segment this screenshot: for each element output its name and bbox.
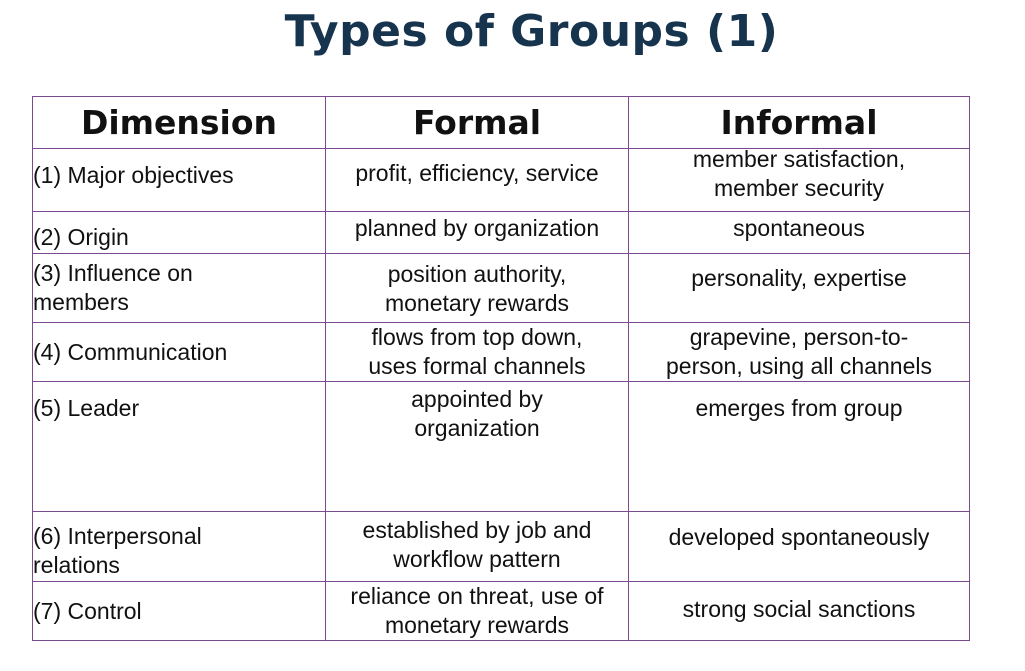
informal-text-line: member satisfaction, — [692, 148, 906, 173]
formal-text-line: appointed by — [411, 386, 543, 412]
dimension-cell: (6) Interpersonal relations — [32, 511, 326, 582]
formal-text-line: workflow pattern — [393, 546, 561, 572]
slide-title: Types of Groups (1) — [284, 6, 779, 57]
dimension-text: (1) Major objectives — [33, 161, 234, 188]
group-types-table: Dimension Formal Informal (1) Major obje… — [32, 96, 970, 641]
informal-cell: emerges from group — [628, 381, 970, 512]
dimension-text-line: (3) Influence on — [33, 260, 193, 286]
formal-cell: planned by organization — [325, 211, 629, 254]
dimension-text-line: relations — [33, 551, 120, 578]
header-dimension: Dimension — [32, 96, 326, 149]
table-row: (5) Leader appointed by organization eme… — [32, 381, 970, 512]
informal-cell: member satisfaction, member security — [628, 148, 970, 212]
formal-text-line: position authority, — [387, 261, 567, 287]
dimension-text-line: (6) Interpersonal — [33, 522, 202, 549]
dimension-text: (7) Control — [33, 597, 142, 624]
table-row: (4) Communication flows from top down, u… — [32, 322, 970, 382]
table-row: (2) Origin planned by organization spont… — [32, 211, 970, 254]
formal-cell: established by job and workflow pattern — [325, 511, 629, 582]
formal-text-line: uses formal channels — [368, 353, 586, 379]
formal-text-line: established by job and — [362, 517, 592, 543]
formal-text: planned by organization — [354, 215, 600, 241]
table-row: (1) Major objectives profit, efficiency,… — [32, 148, 970, 212]
table-row: (7) Control reliance on threat, use of m… — [32, 581, 970, 641]
formal-cell: appointed by organization — [325, 381, 629, 512]
dimension-text-line: members — [33, 289, 129, 315]
informal-cell: grapevine, person-to- person, using all … — [628, 322, 970, 382]
formal-text-line: organization — [414, 415, 540, 441]
formal-text-line: flows from top down, — [371, 324, 583, 350]
dimension-text: (2) Origin — [33, 224, 129, 250]
formal-cell: flows from top down, uses formal channel… — [325, 322, 629, 382]
dimension-cell: (1) Major objectives — [32, 148, 326, 212]
header-informal: Informal — [628, 96, 970, 149]
formal-text-line: reliance on threat, use of — [350, 583, 604, 609]
table-row: (6) Interpersonal relations established … — [32, 511, 970, 582]
dimension-cell: (5) Leader — [32, 381, 326, 512]
formal-text: profit, efficiency, service — [355, 159, 599, 186]
header-formal: Formal — [325, 96, 629, 149]
informal-text-line: member security — [714, 175, 884, 201]
header-row: Dimension Formal Informal — [32, 96, 970, 149]
formal-cell: position authority, monetary rewards — [325, 253, 629, 323]
informal-text: emerges from group — [695, 395, 903, 421]
dimension-text: (4) Communication — [33, 338, 228, 365]
dimension-cell: (7) Control — [32, 581, 326, 641]
informal-cell: personality, expertise — [628, 253, 970, 323]
formal-cell: profit, efficiency, service — [325, 148, 629, 212]
dimension-cell: (4) Communication — [32, 322, 326, 382]
informal-text-line: person, using all channels — [666, 353, 932, 379]
informal-text: developed spontaneously — [668, 524, 930, 550]
formal-cell: reliance on threat, use of monetary rewa… — [325, 581, 629, 641]
informal-cell: spontaneous — [628, 211, 970, 254]
table-row: (3) Influence on members position author… — [32, 253, 970, 323]
informal-text-line: grapevine, person-to- — [689, 324, 909, 350]
informal-text: strong social sanctions — [682, 595, 916, 622]
informal-text: spontaneous — [733, 215, 865, 241]
informal-text: personality, expertise — [691, 265, 907, 291]
dimension-cell: (3) Influence on members — [32, 253, 326, 323]
dimension-text: (5) Leader — [33, 395, 140, 421]
informal-cell: developed spontaneously — [628, 511, 970, 582]
formal-text-line: monetary rewards — [384, 612, 570, 638]
informal-cell: strong social sanctions — [628, 581, 970, 641]
formal-text-line: monetary rewards — [384, 290, 570, 316]
dimension-cell: (2) Origin — [32, 211, 326, 254]
